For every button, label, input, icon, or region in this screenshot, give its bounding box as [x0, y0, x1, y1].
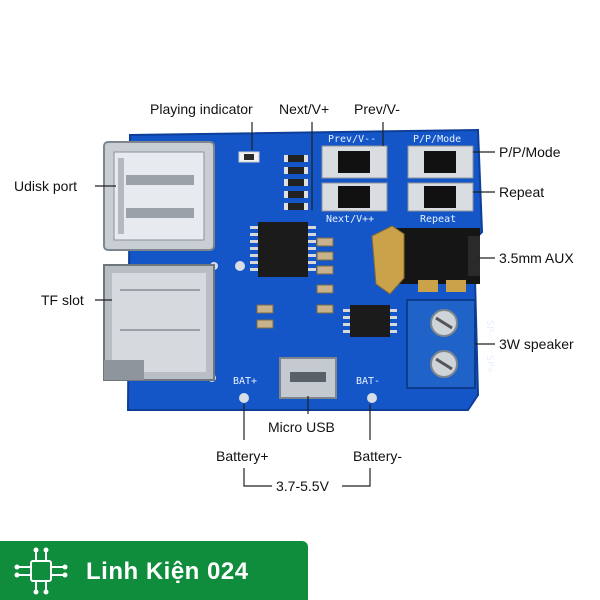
silk-sp-minus: SP-	[484, 320, 495, 338]
mounting-hole	[239, 393, 249, 403]
silk-sp-plus: SP+	[484, 355, 495, 373]
label-playing-indicator: Playing indicator	[150, 101, 253, 117]
circuit-chip-icon	[14, 547, 68, 595]
tf-card-slot	[103, 264, 215, 381]
speaker-terminal	[406, 299, 476, 389]
silk-pp-mode: P/P/Mode	[413, 134, 461, 145]
silk-bat-plus: BAT+	[233, 376, 257, 387]
repeat-button	[407, 182, 474, 212]
resistor-array	[284, 155, 308, 210]
label-tf-slot: TF slot	[41, 292, 84, 308]
amplifier-ic-chip	[343, 305, 397, 337]
label-pp-mode: P/P/Mode	[499, 144, 561, 160]
label-next: Next/V+	[279, 101, 330, 117]
label-battery-minus: Battery-	[353, 448, 403, 464]
pp-mode-button	[407, 145, 474, 179]
next-button	[321, 182, 388, 212]
main-ic-chip	[250, 222, 316, 277]
label-speaker: 3W speaker	[499, 336, 574, 352]
label-udisk-port: Udisk port	[14, 178, 78, 194]
silk-repeat: Repeat	[420, 214, 456, 225]
mounting-hole	[235, 261, 245, 271]
label-micro-usb: Micro USB	[268, 419, 335, 435]
label-repeat: Repeat	[499, 184, 545, 200]
silk-next: Next/V++	[326, 214, 374, 225]
silk-prev: Prev/V--	[328, 134, 376, 145]
label-battery-plus: Battery+	[216, 448, 269, 464]
mounting-hole	[367, 393, 377, 403]
brand-name: Linh Kiện 024	[86, 558, 249, 585]
usb-a-port	[103, 141, 215, 251]
label-aux: 3.5mm AUX	[499, 250, 574, 266]
capacitors	[256, 237, 334, 329]
label-voltage-range: 3.7-5.5V	[276, 478, 329, 494]
aux-jack	[371, 225, 480, 295]
leader-lines	[95, 122, 495, 487]
prev-button	[321, 145, 388, 179]
silk-bat-minus: BAT-	[356, 376, 380, 387]
micro-usb-port	[279, 357, 337, 399]
label-prev: Prev/V-	[354, 101, 400, 117]
